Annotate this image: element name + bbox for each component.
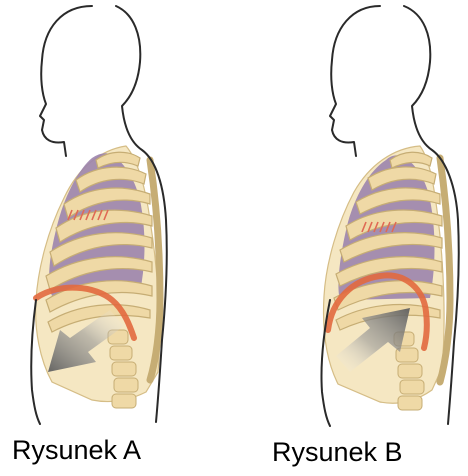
figure-a-caption: Rysunek A [12, 437, 141, 464]
figure-a [31, 6, 167, 424]
figure-b [321, 6, 458, 426]
figure-b-caption: Rysunek B [272, 439, 403, 466]
